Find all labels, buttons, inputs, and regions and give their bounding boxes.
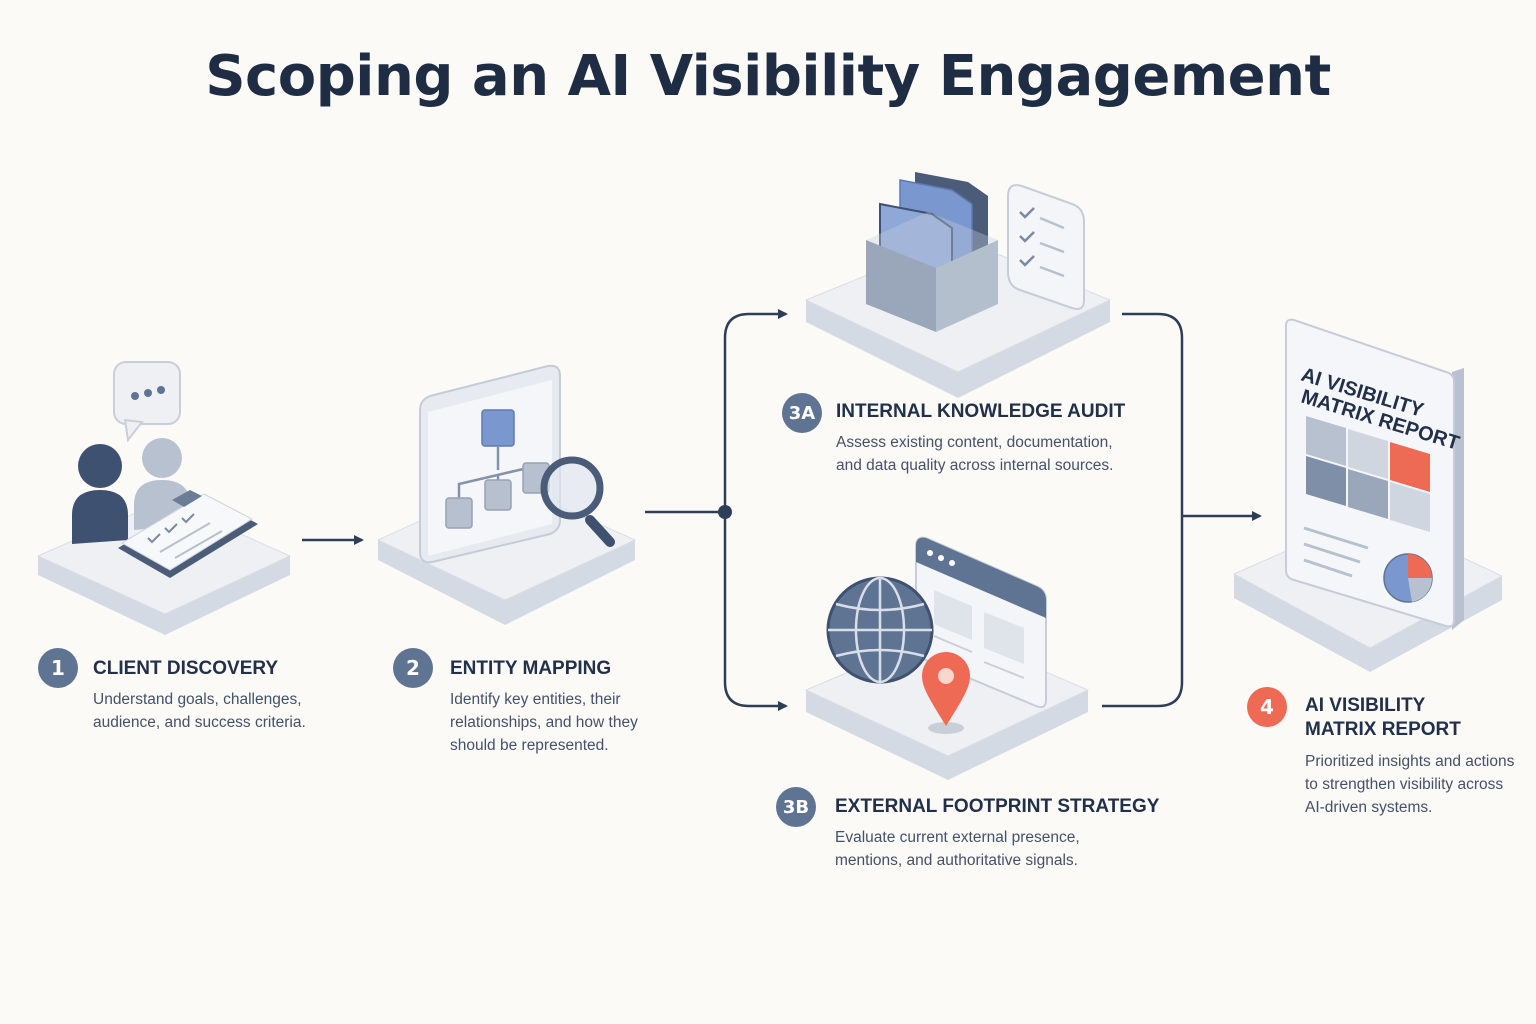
arrow-split-to-3b [723, 512, 788, 711]
file-box-checklist-icon [804, 172, 1112, 398]
step-badge: 1 [38, 648, 78, 688]
step-title: ENTITY MAPPING [450, 658, 612, 679]
step-description: Identify key entities, their relationshi… [450, 691, 638, 754]
step-title-line1: AI VISIBILITY [1305, 695, 1426, 716]
step-badge: 4 [1247, 687, 1287, 727]
step-description: Evaluate current external presence, ment… [835, 829, 1080, 869]
arrow-split-to-3a [723, 309, 788, 512]
hierarchy-magnifier-icon [376, 364, 637, 625]
people-clipboard-icon [36, 361, 292, 635]
connectors [302, 309, 1262, 711]
connector-3a-to-merge [1122, 312, 1184, 516]
step-badge: 3B [776, 787, 816, 827]
step-badge: 2 [393, 648, 433, 688]
page-title: Scoping an AI Visibility Engagement [205, 44, 1331, 109]
report-document-icon: AI VISIBILITY MATRIX REPORT [1232, 318, 1504, 672]
step-title: INTERNAL KNOWLEDGE AUDIT [836, 401, 1126, 422]
step-description: Understand goals, challenges, audience, … [93, 691, 306, 731]
step-title: EXTERNAL FOOTPRINT STRATEGY [835, 796, 1160, 817]
step-description: Assess existing content, documentation, … [836, 434, 1114, 474]
split-node [718, 505, 732, 519]
step-description: Prioritized insights and actions to stre… [1305, 753, 1515, 816]
step-title: CLIENT DISCOVERY [93, 658, 279, 679]
globe-browser-pin-icon [804, 536, 1090, 780]
step-badge: 3A [782, 393, 822, 433]
connector-3b-to-merge [1102, 516, 1184, 708]
step-title-line2: MATRIX REPORT [1305, 719, 1461, 740]
